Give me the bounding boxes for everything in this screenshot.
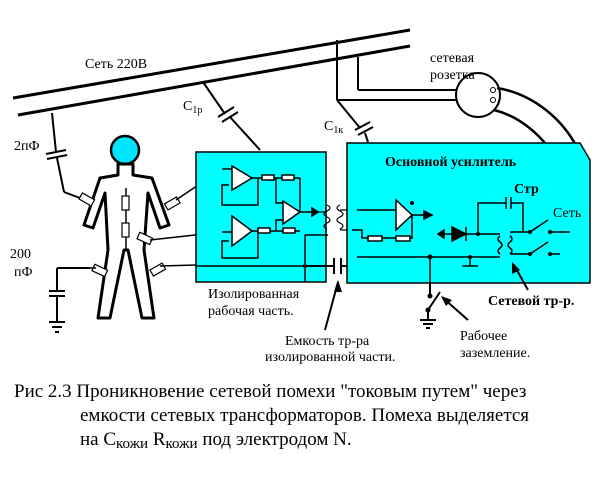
caption-line-1: Рис 2.3 Проникновение сетевой помехи "то… bbox=[14, 380, 604, 404]
socket-pin-2 bbox=[490, 97, 496, 103]
cap-200pf-label-line2: пФ bbox=[14, 265, 33, 280]
isolated-part-label-line2: рабочая часть. bbox=[208, 304, 294, 319]
main-amplifier-circuit bbox=[352, 197, 570, 295]
c1k-label: C1к bbox=[324, 119, 343, 136]
electrode-left-arm bbox=[78, 192, 96, 207]
junction-dots bbox=[410, 201, 552, 260]
caption-text-3b: R bbox=[148, 429, 166, 450]
isolated-part-block bbox=[195, 151, 327, 283]
caption-text-3a: на C bbox=[80, 429, 117, 450]
cap-2pf-label: 2пФ bbox=[14, 139, 40, 154]
caption-text-2: емкости сетевых трансформаторов. Помеха … bbox=[80, 405, 530, 426]
caption-text-3c: под электродом N. bbox=[197, 429, 352, 450]
socket-pin-1 bbox=[490, 87, 496, 93]
work-ground-switch bbox=[420, 283, 441, 329]
c1p-capacitor bbox=[202, 81, 261, 151]
c1k-capacitor bbox=[336, 99, 374, 143]
caption-sub-1: кожи bbox=[116, 436, 149, 452]
caption-prefix: Рис 2.3 bbox=[14, 381, 77, 402]
work-ground-label-line1: Рабочее bbox=[460, 329, 507, 344]
isolated-part-label-line1: Изолированная bbox=[208, 287, 300, 302]
caption-sub-2: кожи bbox=[165, 436, 198, 452]
mains-transformer-label: Сетевой тр-р. bbox=[488, 294, 574, 309]
main-amplifier-block bbox=[346, 142, 591, 284]
electrode-torso bbox=[136, 231, 154, 246]
isolated-part-circuit bbox=[196, 164, 328, 282]
caption-line-2: емкости сетевых трансформаторов. Помеха … bbox=[14, 404, 604, 428]
socket-label-line2: розетка bbox=[430, 68, 475, 83]
iso-cap-label-line1: Емкость тр-ра bbox=[285, 334, 370, 349]
caption-text-1: Проникновение сетевой помехи "токовым пу… bbox=[76, 381, 527, 402]
iso-cap-label-line2: изолированной части. bbox=[265, 350, 395, 365]
ctr-label: Стр bbox=[514, 182, 539, 197]
arrow-heads bbox=[334, 262, 520, 306]
cap-2pf bbox=[45, 112, 81, 199]
circuit-diagram: Сеть 220В сетевая розетка C1р C1к 2п bbox=[10, 28, 591, 365]
c1p-label: C1р bbox=[183, 99, 202, 116]
main-amplifier-title: Основной усилитель bbox=[385, 155, 517, 170]
cap-200pf-label-line1: 200 bbox=[10, 247, 31, 262]
head bbox=[109, 134, 141, 166]
socket-label-line1: сетевая bbox=[430, 51, 475, 66]
mains-lines bbox=[12, 28, 411, 117]
caption-line-3: на Cкожи Rкожи под электродом N. bbox=[14, 428, 604, 453]
electrode-right-leg bbox=[149, 262, 167, 277]
human-figure bbox=[82, 134, 171, 320]
cap-200pf bbox=[49, 267, 90, 333]
mains-switch-label: Сеть bbox=[553, 206, 581, 221]
figure-caption: Рис 2.3 Проникновение сетевой помехи "то… bbox=[14, 380, 604, 453]
work-ground-label-line2: заземление. bbox=[460, 346, 530, 361]
mains-label: Сеть 220В bbox=[85, 57, 147, 72]
mains-socket bbox=[455, 72, 501, 118]
